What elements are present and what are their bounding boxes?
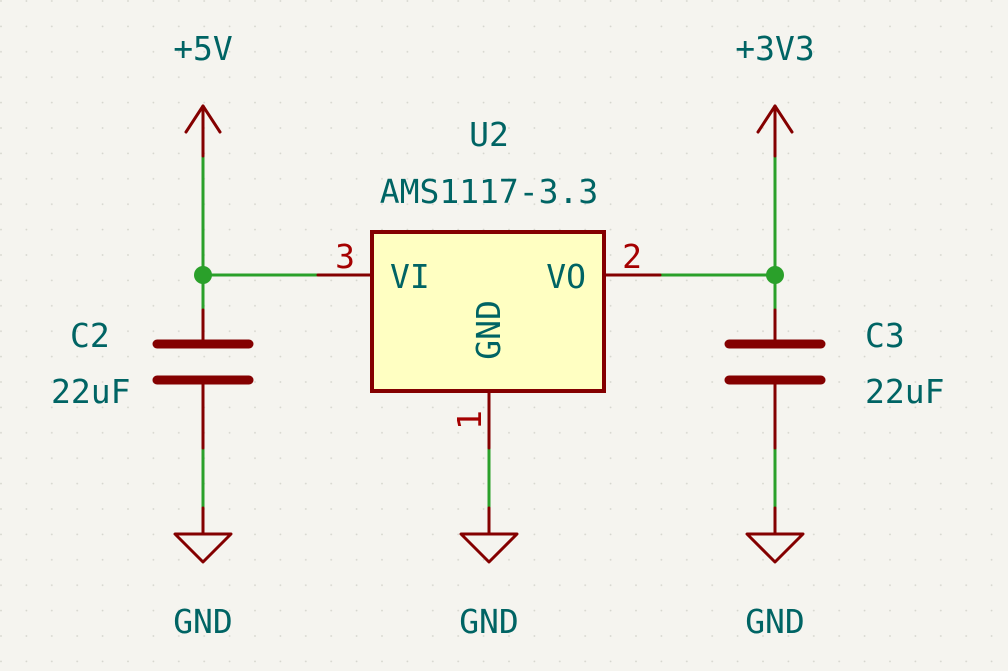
junction-vin bbox=[194, 266, 212, 284]
cap-c3-value: 22uF bbox=[865, 372, 944, 411]
gnd-label-right: GND bbox=[745, 602, 805, 641]
gnd-label-mid: GND bbox=[459, 602, 519, 641]
gnd-symbol-right-icon bbox=[745, 506, 805, 564]
power-label-vout: +3V3 bbox=[735, 29, 814, 68]
regulator-ref: U2 bbox=[469, 115, 509, 154]
gnd-label-left: GND bbox=[173, 602, 233, 641]
pin-vi-name: VI bbox=[390, 257, 430, 296]
regulator-value: AMS1117-3.3 bbox=[380, 172, 599, 211]
gnd-symbol-mid-icon bbox=[459, 506, 519, 564]
junction-vout bbox=[766, 266, 784, 284]
pin-gnd-number: 1 bbox=[450, 410, 489, 430]
pin-vi-number: 3 bbox=[335, 237, 355, 276]
cap-c2-ref: C2 bbox=[70, 316, 110, 355]
gnd-symbol-left-icon bbox=[173, 506, 233, 564]
power-label-vin: +5V bbox=[173, 29, 233, 68]
power-arrow-vout-icon bbox=[756, 104, 794, 158]
pin-gnd-name: GND bbox=[469, 300, 508, 360]
cap-c3-ref: C3 bbox=[865, 316, 905, 355]
pin-vo-name: VO bbox=[546, 257, 586, 296]
pin-vo-number: 2 bbox=[622, 237, 642, 276]
cap-c2-value: 22uF bbox=[51, 372, 130, 411]
wires bbox=[201, 154, 777, 510]
regulator-body bbox=[370, 230, 606, 393]
capacitor-c3-icon bbox=[724, 308, 826, 450]
power-arrow-vin-icon bbox=[184, 104, 222, 158]
symbols bbox=[152, 104, 826, 564]
capacitor-c2-icon bbox=[152, 308, 254, 450]
